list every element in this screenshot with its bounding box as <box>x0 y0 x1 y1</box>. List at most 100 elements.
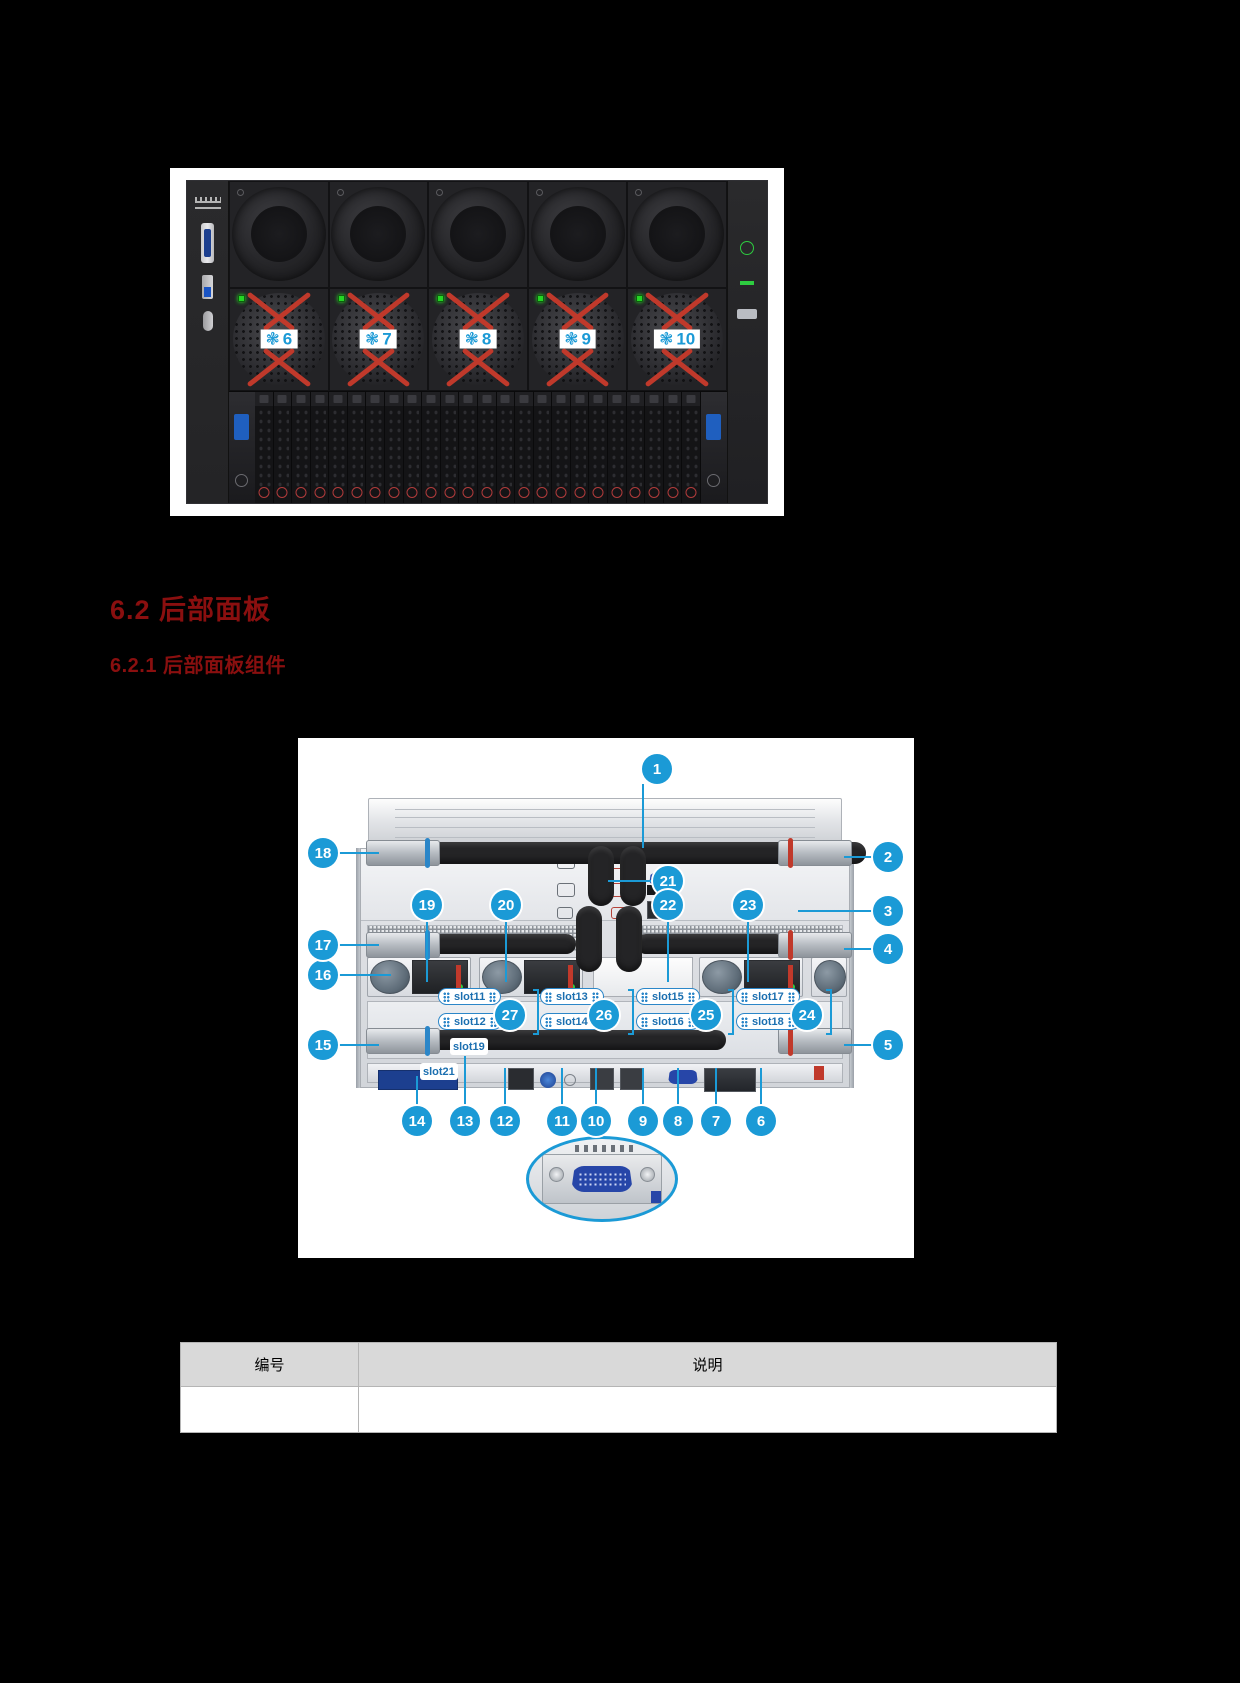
drive-bay[interactable] <box>459 391 478 503</box>
drive-bay[interactable] <box>347 391 367 503</box>
table-row <box>180 1386 1057 1433</box>
bay-mesh-icon <box>609 407 624 487</box>
callout-bubble-16[interactable]: 16 <box>308 960 338 990</box>
slot-dots-icon <box>443 1016 450 1027</box>
leader-line-8 <box>677 1068 679 1106</box>
bay-latch-icon <box>333 394 343 403</box>
callout-bubble-7[interactable]: 7 <box>701 1106 731 1136</box>
bay-mesh-icon <box>665 407 680 487</box>
callout-bubble-3[interactable]: 3 <box>873 896 903 926</box>
callout-bubble-26[interactable]: 26 <box>589 1000 619 1030</box>
bay-mesh-icon <box>591 407 605 487</box>
drive-bay[interactable] <box>255 391 274 503</box>
callout-bubble-13[interactable]: 13 <box>450 1106 480 1136</box>
drive-bay[interactable] <box>570 391 590 503</box>
rj45-port-icon[interactable] <box>620 1068 644 1090</box>
bay-latch-icon <box>482 394 492 403</box>
callout-bubble-1[interactable]: 1 <box>642 754 672 784</box>
callout-bubble-23[interactable]: 23 <box>733 890 763 920</box>
callout-bubble-14[interactable]: 14 <box>402 1106 432 1136</box>
drive-bay[interactable] <box>385 391 404 503</box>
callout-number: 17 <box>314 936 332 954</box>
serial-port-icon[interactable] <box>508 1068 534 1090</box>
callout-bubble-2[interactable]: 2 <box>873 842 903 872</box>
usb-port-icon <box>737 309 757 319</box>
leader-line-16 <box>323 974 391 976</box>
callout-bubble-5[interactable]: 5 <box>873 1030 903 1060</box>
callout-bubble-12[interactable]: 12 <box>490 1106 520 1136</box>
callout-bubble-10[interactable]: 10 <box>581 1106 611 1136</box>
callout-number: 9 <box>638 1112 648 1130</box>
callout-number: 6 <box>756 1112 766 1130</box>
callout-bubble-8[interactable]: 8 <box>663 1106 693 1136</box>
power-button-icon[interactable] <box>740 241 754 255</box>
callout-number: 22 <box>659 896 677 914</box>
fan-disc-icon <box>630 187 725 282</box>
bay-mesh-icon <box>275 407 290 487</box>
fan-module-7: ❃ 7 <box>328 287 429 391</box>
front-panel-chassis: ❃ 6 ❃ 7 <box>186 180 768 504</box>
bay-latch-icon <box>537 394 547 403</box>
bay-latch-icon <box>370 394 380 403</box>
vga-port-icon[interactable] <box>668 1070 698 1084</box>
bay-mesh-icon <box>312 407 327 487</box>
drive-bay[interactable] <box>273 391 293 503</box>
leader-line-3 <box>798 910 888 912</box>
drive-bay[interactable] <box>533 391 553 503</box>
coolant-hose-branch <box>576 906 602 972</box>
round-port-icon[interactable] <box>540 1072 556 1088</box>
callout-bubble-15[interactable]: 15 <box>308 1030 338 1060</box>
chassis-screw-icon <box>707 474 720 487</box>
callout-bubble-22[interactable]: 22 <box>653 890 683 920</box>
leader-line-14 <box>416 1076 418 1106</box>
slot-label-slot15: slot15 <box>636 988 700 1005</box>
drive-bay[interactable] <box>403 391 423 503</box>
bay-latch-icon <box>352 394 362 403</box>
callout-bubble-18[interactable]: 18 <box>308 838 338 868</box>
callout-bubble-20[interactable]: 20 <box>491 890 521 920</box>
bay-mesh-icon <box>294 407 308 487</box>
fan-module-6: ❃ 6 <box>229 287 329 391</box>
callout-bubble-4[interactable]: 4 <box>873 934 903 964</box>
drive-bay[interactable] <box>552 391 571 503</box>
drive-bay[interactable] <box>366 391 386 503</box>
callout-bubble-11[interactable]: 11 <box>547 1106 577 1136</box>
chassis-handle-icon <box>706 413 721 440</box>
drive-bay[interactable] <box>607 391 627 503</box>
callout-bubble-6[interactable]: 6 <box>746 1106 776 1136</box>
slot-label-slot17: slot17 <box>736 988 800 1005</box>
bay-latch-icon <box>259 394 269 403</box>
callout-bubble-17[interactable]: 17 <box>308 930 338 960</box>
bay-latch-icon <box>426 394 436 403</box>
bay-led-icon <box>518 487 530 498</box>
fan-disc-icon <box>331 187 426 282</box>
callout-bubble-25[interactable]: 25 <box>691 1000 721 1030</box>
drive-bay[interactable] <box>292 391 311 503</box>
psu-module-4[interactable] <box>811 957 847 997</box>
drive-bay[interactable] <box>310 391 330 503</box>
bay-led-icon <box>388 487 400 498</box>
drive-bay[interactable] <box>589 391 608 503</box>
drive-bay[interactable] <box>626 391 646 503</box>
drive-bay[interactable] <box>515 391 534 503</box>
bay-latch-icon <box>575 394 585 403</box>
vga-plate <box>542 1154 662 1204</box>
drive-bay[interactable] <box>440 391 460 503</box>
chassis-top-cover <box>368 798 842 850</box>
drive-bay[interactable] <box>663 391 683 503</box>
rj45-port-icon[interactable] <box>590 1068 614 1090</box>
callout-bubble-24[interactable]: 24 <box>792 1000 822 1030</box>
callout-bubble-19[interactable]: 19 <box>412 890 442 920</box>
drive-bay[interactable] <box>329 391 348 503</box>
drive-bay[interactable] <box>682 391 701 503</box>
drive-bay[interactable] <box>645 391 664 503</box>
callout-bubble-9[interactable]: 9 <box>628 1106 658 1136</box>
callout-number: 4 <box>883 940 893 958</box>
leader-line-9 <box>642 1068 644 1106</box>
drive-bay[interactable] <box>496 391 516 503</box>
drive-bay[interactable] <box>422 391 441 503</box>
callout-bubble-27[interactable]: 27 <box>495 1000 525 1030</box>
leader-line-11 <box>561 1068 563 1106</box>
slot-dots-icon <box>687 991 695 1002</box>
drive-bay[interactable] <box>477 391 497 503</box>
